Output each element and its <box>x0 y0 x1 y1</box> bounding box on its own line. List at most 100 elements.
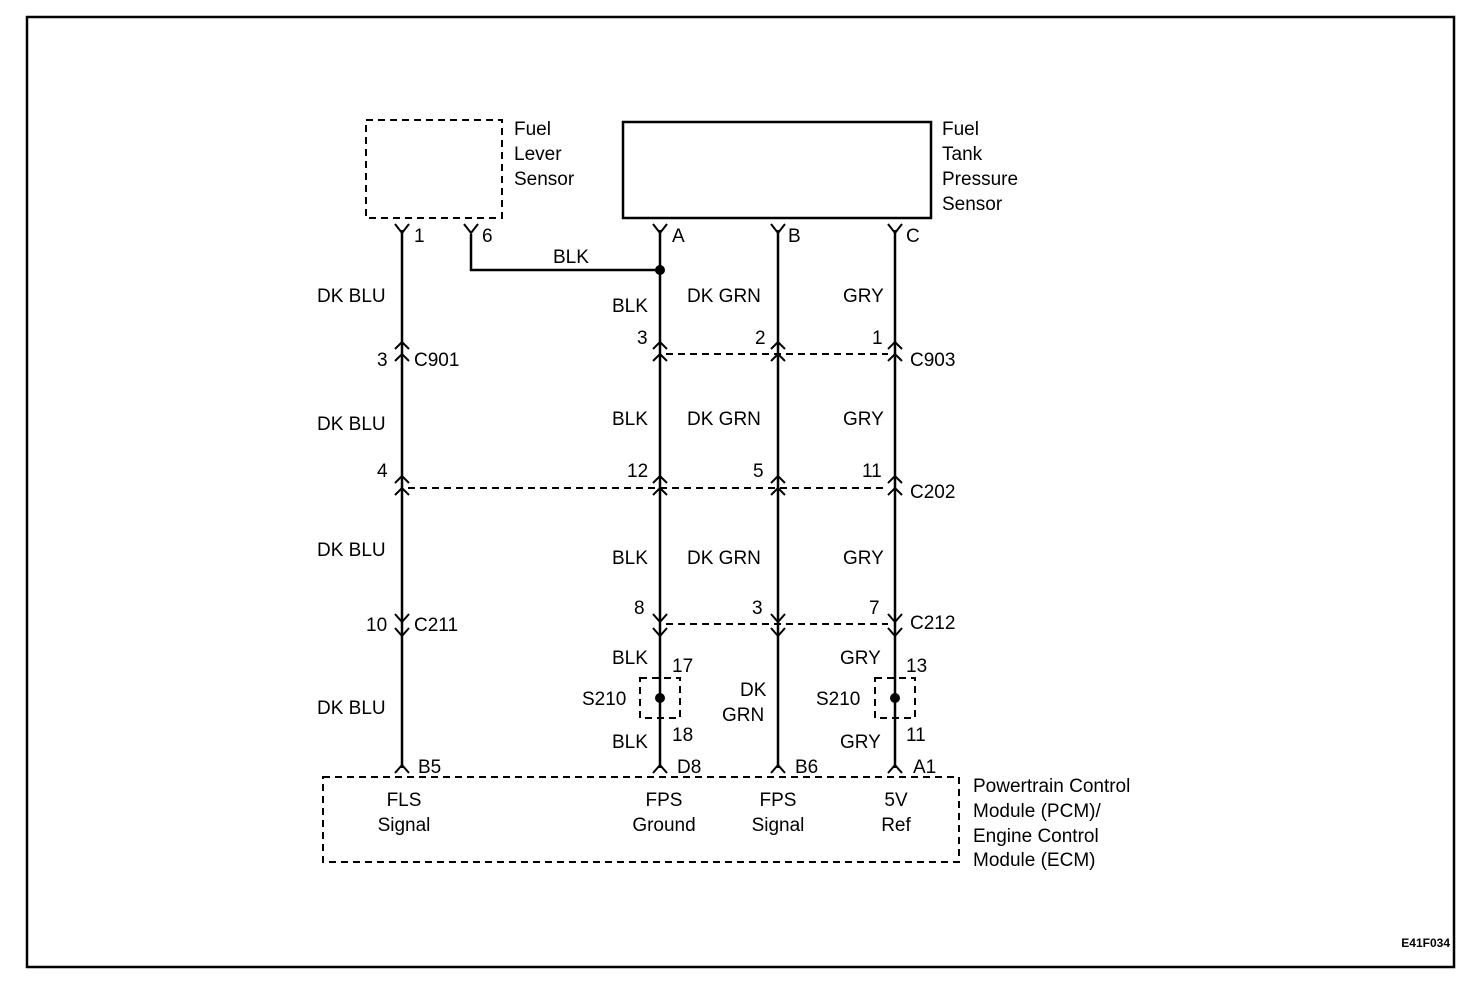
pcm-circuit-1-line2: Signal <box>378 815 431 836</box>
terminal-c903-c-top <box>887 340 903 350</box>
ftp-pin-b: B <box>788 226 801 247</box>
c903-pin-2: 2 <box>755 328 766 349</box>
col2-color-1: BLK <box>612 296 648 317</box>
splice-right-pin-bottom: 11 <box>906 725 926 746</box>
ftp-pin-c: C <box>906 226 920 247</box>
pcm-box <box>322 776 960 863</box>
terminal-fls-1 <box>394 223 410 235</box>
terminal-ftp-b <box>770 223 786 235</box>
col1-color-3: DK BLU <box>317 540 386 561</box>
pcm-circuit-2-line1: FPS <box>646 790 683 811</box>
pcm-circuit-2-line2: Ground <box>632 815 695 836</box>
terminal-c202-3-top <box>770 474 786 484</box>
ftp-sensor-label-1: Fuel <box>942 119 979 140</box>
terminal-symbols <box>394 223 903 774</box>
col3-color-3: DK GRN <box>687 548 761 569</box>
splice-right-dot <box>890 693 900 703</box>
terminal-c901-top <box>394 340 410 350</box>
col1-color-2: DK BLU <box>317 414 386 435</box>
terminal-c212-2-top <box>770 613 786 624</box>
splice-right-pin-top: 13 <box>906 656 927 677</box>
terminal-c212-3-top <box>887 613 903 624</box>
terminal-c202-1-bot <box>394 486 410 496</box>
terminal-c202-1-top <box>394 474 410 484</box>
c212-pin-3: 7 <box>869 598 880 619</box>
col3-color-5: GRN <box>722 705 764 726</box>
c202-pin-3: 5 <box>753 461 764 482</box>
terminal-ftp-c <box>887 223 903 235</box>
page-border <box>25 15 1456 969</box>
terminal-c212-1-bot <box>652 627 668 638</box>
splice-s210-right: S210 13 11 <box>816 656 927 746</box>
pcm-label-1: Powertrain Control <box>973 776 1130 797</box>
figure-id: E41F034 <box>1401 936 1450 950</box>
terminal-ftp-a <box>652 223 668 235</box>
pcm-ecm: B5 D8 B6 A1 FLS Signal FPS Ground FPS Si… <box>322 757 1130 871</box>
fuel-tank-pressure-sensor: Fuel Tank Pressure Sensor <box>621 119 1018 220</box>
c903-pin-3: 1 <box>872 328 883 349</box>
terminal-c202-2-bot <box>652 486 668 496</box>
c212-pin-1: 8 <box>634 598 645 619</box>
pcm-circuit-3-line2: Signal <box>752 815 805 836</box>
pcm-label-4: Module (ECM) <box>973 850 1095 871</box>
c212-name: C212 <box>910 613 955 634</box>
fls-pin-1: 1 <box>414 226 425 247</box>
blk-jumper-color: BLK <box>553 247 589 268</box>
col4-color-4: GRY <box>840 648 881 669</box>
pcm-pin-b6: B6 <box>795 757 818 778</box>
c202-pin-2: 12 <box>627 461 648 482</box>
terminal-c901-bot <box>394 352 410 362</box>
c901-name: C901 <box>414 350 459 371</box>
terminal-c903-a-top <box>652 340 668 350</box>
pcm-circuit-4-line1: 5V <box>884 790 908 811</box>
fuel-tank-pressure-sensor-box <box>621 120 933 220</box>
splice-left-pin-bottom: 18 <box>672 725 693 746</box>
col4-color-5: GRY <box>840 732 881 753</box>
terminal-pcm-a1 <box>887 763 903 774</box>
splice-s210-left: S210 17 18 <box>582 656 693 746</box>
wires <box>400 230 897 768</box>
c202-name: C202 <box>910 482 955 503</box>
terminal-fls-6 <box>463 223 479 235</box>
terminal-pcm-b6 <box>770 763 786 774</box>
splice-left-box <box>639 677 681 719</box>
c212-pin-2: 3 <box>752 598 763 619</box>
splice-right-box <box>874 677 916 719</box>
fuel-level-sensor: Fuel Lever Sensor <box>365 119 575 219</box>
terminal-c903-b-bot <box>770 352 786 362</box>
c901-pin: 3 <box>377 350 388 371</box>
ftp-sensor-label-3: Pressure <box>942 169 1018 190</box>
pcm-circuit-3-line1: FPS <box>760 790 797 811</box>
terminal-c212-2-bot <box>770 627 786 638</box>
terminal-c202-3-bot <box>770 486 786 496</box>
col2-color-2: BLK <box>612 409 648 430</box>
ftp-pin-a: A <box>672 226 685 247</box>
col4-color-1: GRY <box>843 286 884 307</box>
fuel-level-sensor-label-3: Sensor <box>514 169 575 190</box>
col2-color-3: BLK <box>612 548 648 569</box>
col2-color-5: BLK <box>612 732 648 753</box>
c211-pin: 10 <box>366 615 387 636</box>
c903-pin-1: 3 <box>637 328 648 349</box>
col4-color-3: GRY <box>843 548 884 569</box>
splice-left-dot <box>655 693 665 703</box>
splice-right-name: S210 <box>816 689 860 710</box>
col3-color-1: DK GRN <box>687 286 761 307</box>
pcm-pin-d8: D8 <box>677 757 701 778</box>
pcm-pin-b5: B5 <box>418 757 441 778</box>
splice-left-name: S210 <box>582 689 626 710</box>
terminal-c211-bot <box>394 627 410 638</box>
fuel-level-sensor-label-2: Lever <box>514 144 562 165</box>
blk-jumper-wire <box>469 234 660 272</box>
col1-color-4: DK BLU <box>317 698 386 719</box>
terminal-pcm-b5 <box>394 763 410 774</box>
pcm-label-2: Module (PCM)/ <box>973 801 1101 822</box>
col3-color-4: DK <box>740 680 767 701</box>
pcm-circuit-1-line1: FLS <box>387 790 422 811</box>
col3-color-2: DK GRN <box>687 409 761 430</box>
terminal-pcm-d8 <box>652 763 668 774</box>
c211-name: C211 <box>414 615 458 636</box>
col2-color-4: BLK <box>612 648 648 669</box>
terminal-c212-1-top <box>652 613 668 624</box>
